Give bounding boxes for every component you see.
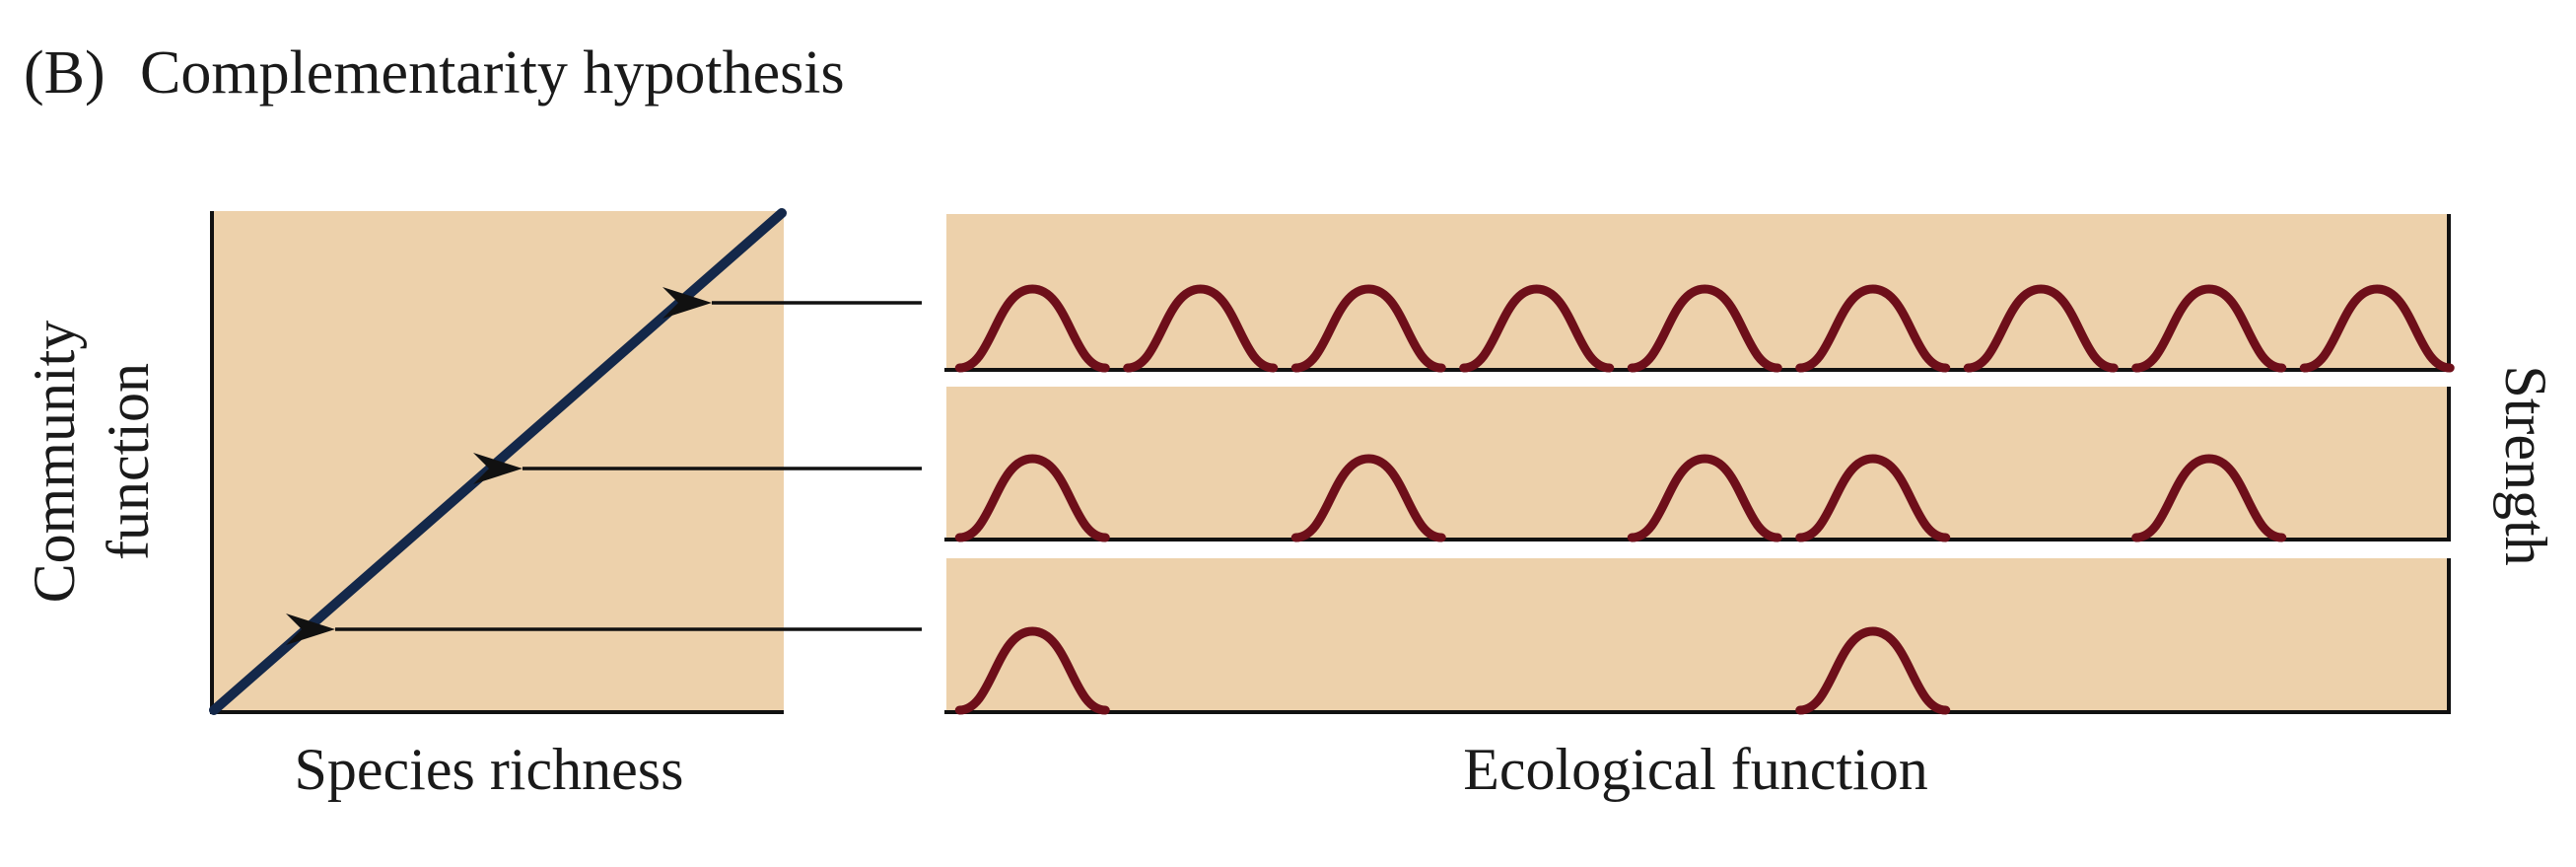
species-curve — [954, 284, 1110, 373]
species-curve — [1795, 626, 1951, 715]
species-curve — [954, 454, 1110, 542]
panel-label: (B) — [24, 39, 105, 107]
species-curve — [1290, 284, 1446, 373]
row-3-background — [946, 558, 2449, 712]
species-curve — [2299, 284, 2455, 373]
function-row-2 — [944, 387, 2451, 542]
left-y-label-line2: function — [96, 363, 161, 560]
species-curve — [1963, 284, 2119, 373]
linking-arrows — [286, 287, 922, 645]
right-plot: Ecological function Strength — [944, 214, 2558, 802]
species-curve — [1123, 284, 1279, 373]
function-row-1 — [944, 214, 2455, 373]
row-3-curves — [954, 626, 1951, 715]
left-x-label: Species richness — [295, 737, 684, 802]
function-row-3 — [944, 558, 2451, 715]
species-curve — [1627, 454, 1782, 542]
species-curve — [954, 626, 1110, 715]
left-plot: Community function Species richness — [22, 208, 787, 802]
species-curve — [1290, 454, 1446, 542]
species-curve — [1795, 284, 1951, 373]
left-y-label-line1: Community — [22, 321, 87, 604]
right-y-label: Strength — [2493, 365, 2558, 565]
species-curve — [1627, 284, 1782, 373]
figure-title: Complementarity hypothesis — [140, 39, 845, 107]
species-curve — [2131, 454, 2287, 542]
species-curve — [1795, 454, 1951, 542]
species-curve — [1459, 284, 1615, 373]
right-x-label: Ecological function — [1463, 737, 1928, 802]
species-curve — [2131, 284, 2287, 373]
row-1-curves — [954, 284, 2455, 373]
row-2-curves — [954, 454, 2287, 542]
